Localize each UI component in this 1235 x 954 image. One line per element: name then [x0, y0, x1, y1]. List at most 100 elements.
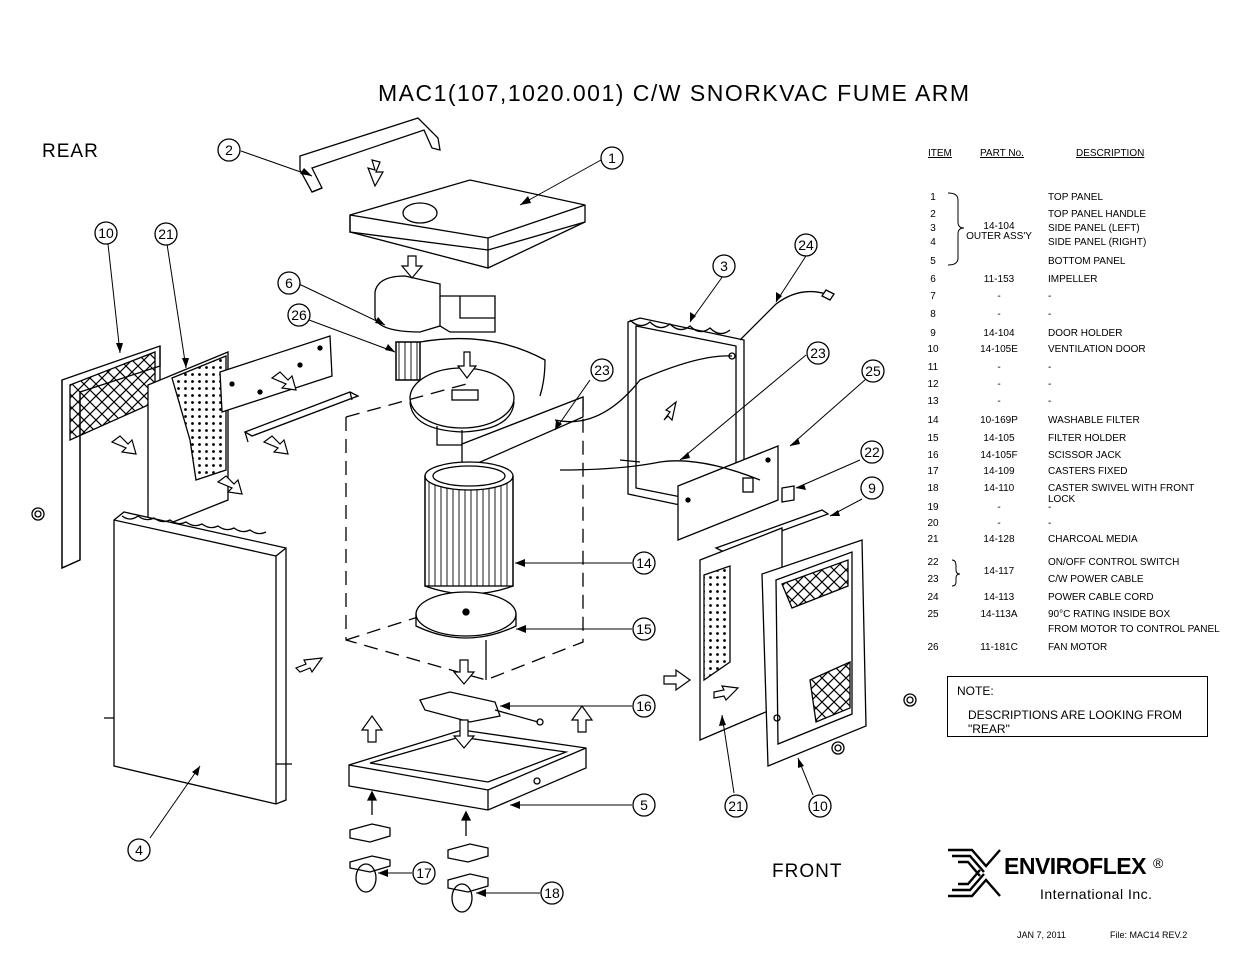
logo-subtitle: International Inc. [1040, 886, 1153, 902]
parts-cell-item: 5 [930, 256, 936, 267]
svg-text:18: 18 [544, 885, 560, 901]
note-label: NOTE: [957, 684, 994, 698]
parts-cell-item: 4 [930, 237, 936, 248]
parts-cell-item: 26 [927, 642, 939, 653]
svg-text:26: 26 [291, 307, 307, 323]
parts-cell-description: CASTERS FIXED [1048, 466, 1128, 477]
callout-5: 5 [632, 793, 656, 817]
svg-text:17: 17 [416, 865, 432, 881]
svg-text:22: 22 [864, 444, 880, 460]
parts-cell-item: 15 [927, 433, 939, 444]
parts-cell-description: SCISSOR JACK [1048, 450, 1122, 461]
parts-cell-item: 10 [927, 344, 939, 355]
parts-cell-description: - [1048, 502, 1052, 513]
parts-cell-part: 14-128 [983, 534, 1015, 545]
svg-text:25: 25 [865, 363, 881, 379]
parts-cell-description: FAN MOTOR [1048, 642, 1108, 653]
impeller-assembly-part [374, 275, 496, 333]
parts-cell-description: CHARCOAL MEDIA [1048, 534, 1138, 545]
parts-cell-part: 14-110 [983, 483, 1015, 494]
parts-cell-description: C/W POWER CABLE [1048, 574, 1144, 585]
charcoal-media-rear-part [147, 351, 229, 533]
main-cabinet-outline [345, 382, 584, 681]
svg-text:21: 21 [728, 798, 744, 814]
parts-cell-part: 14-117 [983, 566, 1015, 577]
parts-cell-item: 11 [927, 362, 939, 373]
parts-cell-item: 14 [927, 415, 939, 426]
callout-3: 3 [712, 254, 736, 278]
scissor-jack-part [419, 691, 544, 726]
callout-1: 1 [600, 146, 624, 170]
control-panel-part [677, 445, 779, 541]
parts-cell-description: FILTER HOLDER [1048, 433, 1127, 444]
svg-text:1: 1 [608, 150, 616, 166]
note-box: NOTE: DESCRIPTIONS ARE LOOKING FROM "REA… [947, 676, 1208, 737]
parts-cell-item: 24 [927, 592, 939, 603]
parts-cell-part: - [997, 291, 1001, 302]
parts-cell-item: 1 [930, 192, 936, 203]
parts-cell-part: 14-113A [980, 609, 1018, 620]
parts-cell-part: - [997, 379, 1001, 390]
parts-cell-part: 14-105F [980, 450, 1018, 461]
parts-cell-item: 20 [927, 518, 939, 529]
drawing-date: JAN 7, 2011 [1017, 930, 1066, 940]
parts-table-row: 5 BOTTOM PANEL [922, 256, 1222, 270]
on-off-switch-part [781, 485, 795, 503]
parts-cell-item: 17 [927, 466, 939, 477]
parts-cell-item: 22 [927, 557, 939, 568]
callout-21-front: 21 [724, 794, 748, 818]
parts-cell-part: 14-104 [983, 221, 1015, 232]
drawing-title: MAC1(107,1020.001) C/W SNORKVAC FUME ARM [378, 80, 971, 106]
callout-22: 22 [860, 440, 884, 464]
parts-cell-description: TOP PANEL [1048, 192, 1104, 203]
svg-text:16: 16 [636, 698, 652, 714]
callout-25: 25 [861, 359, 885, 383]
logo-registered-mark: ® [1153, 855, 1164, 871]
drawing-file-ref: File: MAC14 REV.2 [1110, 930, 1188, 940]
parts-cell-part: 14-104 [983, 328, 1015, 339]
parts-cell-description: IMPELLER [1048, 274, 1098, 285]
filter-holder-part [415, 591, 517, 639]
power-cable-wires [419, 289, 835, 481]
callout-2: 2 [217, 138, 241, 162]
parts-cell-item: 9 [930, 328, 936, 339]
callout-4: 4 [127, 838, 151, 862]
svg-text:3: 3 [720, 258, 728, 274]
parts-table-row: 7-- [922, 291, 1222, 305]
svg-text:21: 21 [158, 226, 174, 242]
door-holder-rear-part [243, 391, 360, 443]
bottom-panel-part [348, 729, 587, 811]
svg-text:10: 10 [98, 225, 114, 241]
svg-text:5: 5 [640, 797, 648, 813]
svg-text:24: 24 [798, 237, 814, 253]
parts-cell-part: 11-181C [980, 642, 1018, 653]
callout-6: 6 [277, 271, 301, 295]
callout-24: 24 [794, 233, 818, 257]
parts-table-brackets [947, 192, 965, 587]
parts-cell-description: DOOR HOLDER [1048, 328, 1123, 339]
callout-16: 16 [632, 694, 656, 718]
parts-cell-part: - [997, 309, 1001, 320]
fan-motor-part [395, 341, 421, 381]
parts-cell-part: 11-153 [983, 274, 1015, 285]
svg-text:15: 15 [636, 621, 652, 637]
parts-cell-description: BOTTOM PANEL [1048, 256, 1126, 267]
logo-name: ENVIROFLEX [1004, 853, 1146, 879]
rear-mounting-plate [219, 335, 333, 413]
parts-cell-part: 14-113 [983, 592, 1015, 603]
parts-cell-part: 10-169P [980, 415, 1018, 426]
fixed-caster-part [349, 823, 391, 893]
callout-10-rear: 10 [94, 221, 118, 245]
swivel-caster-part [447, 843, 489, 913]
parts-table-row: 13-- [922, 396, 1222, 410]
parts-cell-description: - [1048, 291, 1052, 302]
parts-cell-description: WASHABLE FILTER [1048, 415, 1140, 426]
leader-arrowheads [116, 168, 840, 897]
callout-14: 14 [632, 551, 656, 575]
parts-cell-description: VENTILATION DOOR [1048, 344, 1146, 355]
